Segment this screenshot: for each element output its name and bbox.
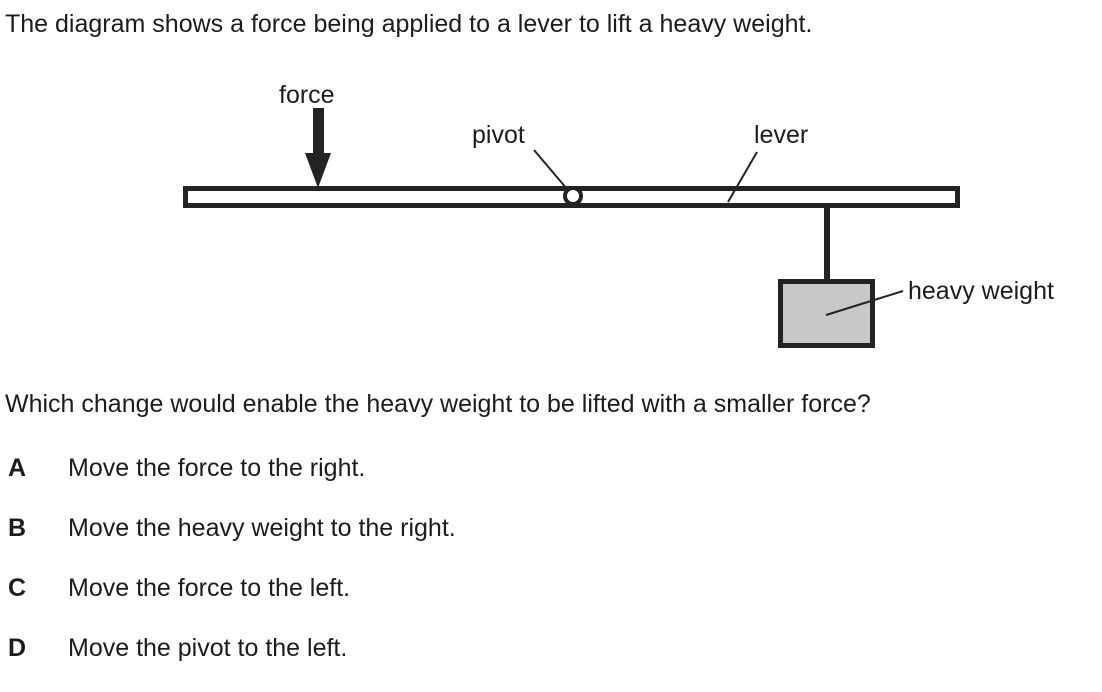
- pivot-label: pivot: [472, 121, 525, 149]
- question-text: Which change would enable the heavy weig…: [5, 390, 871, 418]
- option-letter-c: C: [8, 574, 27, 602]
- pivot-circle: [563, 186, 583, 206]
- option-letter-b: B: [8, 514, 27, 542]
- option-letter-d: D: [8, 634, 27, 662]
- lever-diagram: force pivot lever heavy weight: [0, 60, 1102, 370]
- option-text-a: Move the force to the right.: [68, 454, 366, 482]
- lever-label: lever: [754, 121, 809, 149]
- intro-text: The diagram shows a force being applied …: [5, 10, 813, 38]
- force-arrow-head: [305, 153, 331, 188]
- answer-options: A Move the force to the right. B Move th…: [0, 452, 1102, 692]
- option-letter-a: A: [8, 454, 27, 482]
- option-row-b[interactable]: B Move the heavy weight to the right.: [0, 512, 1102, 572]
- option-text-b: Move the heavy weight to the right.: [68, 514, 456, 542]
- option-row-a[interactable]: A Move the force to the right.: [0, 452, 1102, 512]
- option-row-d[interactable]: D Move the pivot to the left.: [0, 632, 1102, 692]
- heavy-weight-block: [778, 279, 875, 348]
- heavy-weight-label: heavy weight: [908, 277, 1054, 305]
- weight-rod: [824, 206, 830, 280]
- option-text-d: Move the pivot to the left.: [68, 634, 348, 662]
- option-text-c: Move the force to the left.: [68, 574, 351, 602]
- force-label: force: [279, 81, 335, 109]
- force-arrow-shaft: [313, 108, 324, 156]
- option-row-c[interactable]: C Move the force to the left.: [0, 572, 1102, 632]
- leader-lines: [533, 149, 904, 316]
